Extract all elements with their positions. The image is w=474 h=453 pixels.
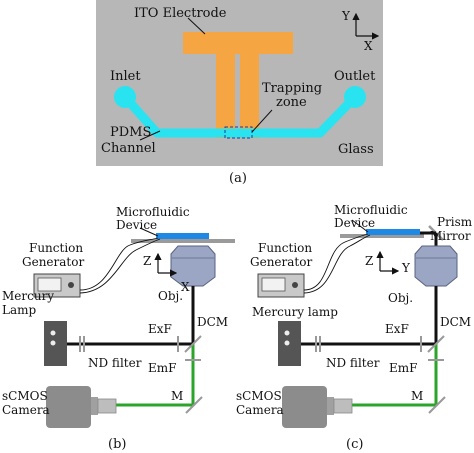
function-generator-label-c-1: Function (258, 241, 312, 255)
outlet-label: Outlet (334, 69, 376, 84)
function-generator-label-c-2: Generator (250, 255, 312, 269)
mirror-label-b: M (171, 389, 183, 403)
wire-c-2 (303, 234, 371, 294)
camera-b-adapter (91, 397, 98, 415)
function-generator-c-screen (261, 277, 286, 292)
lamp-c-dot-2 (284, 340, 290, 346)
lamp-label-c: Mercury lamp (252, 305, 338, 319)
panel-b: Microfluidic Device Function Generator O… (2, 205, 235, 452)
function-generator-b-screen (37, 277, 62, 292)
function-generator-label-b-2: Generator (22, 255, 84, 269)
axis-c-z-label: Z (365, 254, 373, 268)
ito-electrode-top (183, 32, 293, 54)
lamp-c-dot-1 (284, 330, 290, 336)
function-generator-b-knob (68, 282, 74, 288)
outlet-port (344, 86, 366, 108)
inlet-port (114, 86, 136, 108)
inlet-label: Inlet (110, 69, 141, 84)
trapping-zone (224, 126, 253, 139)
trapping-zone-leader (251, 109, 273, 133)
objective-label-c: Obj. (388, 291, 413, 305)
stage-c (340, 234, 424, 238)
panel-a: Y X ITO Electrode Inlet Outlet Trapping … (96, 0, 383, 186)
trapping-label-2: zone (276, 95, 307, 110)
caption-a: (a) (229, 171, 247, 186)
device-label-c-1: Microfluidic (334, 203, 408, 217)
dcm-b (184, 335, 202, 353)
ito-label: ITO Electrode (134, 6, 227, 21)
prism-label-c-1: Prism (437, 215, 473, 229)
device-leader-c (351, 219, 369, 233)
mercury-lamp-b (44, 321, 67, 366)
device-b (156, 233, 209, 239)
objective-c (414, 245, 458, 287)
dcm-label-b: DCM (197, 315, 228, 329)
mirror-c (428, 396, 446, 414)
emf-label-c: EmF (389, 361, 417, 375)
axis-b-x-label: X (181, 280, 190, 294)
axis-c-y-label: Y (401, 261, 411, 275)
camera-c-body (282, 386, 327, 428)
pdms-label-2: Channel (101, 141, 156, 156)
function-generator-c-knob (292, 282, 298, 288)
mirror-b (185, 396, 203, 414)
prism-label-c-2: Mirror (430, 229, 471, 243)
trapping-label-1: Trapping (262, 81, 322, 96)
lamp-b-dot-1 (50, 330, 56, 336)
camera-b-body (46, 386, 91, 428)
ito-electrode-right-stem (240, 54, 259, 138)
device-leader-b (139, 227, 159, 237)
wire-b (79, 237, 159, 291)
caption-c: (c) (346, 437, 363, 452)
function-generator-label-b-1: Function (29, 241, 83, 255)
camera-label-b-2: Camera (2, 403, 50, 417)
axis-b-z-label: Z (143, 254, 151, 268)
camera-label-b-1: sCMOS (2, 389, 48, 403)
objective-b (170, 245, 216, 287)
mirror-label-c: M (411, 389, 423, 403)
emf-label-b: EmF (148, 361, 176, 375)
wire-c (303, 233, 369, 291)
nd-filter-label-b: ND filter (88, 356, 142, 370)
mercury-lamp-c (278, 321, 301, 366)
nd-filter-label-c: ND filter (326, 356, 380, 370)
panel-c: Microfluidic Device Prism Mirror Functio… (236, 203, 473, 452)
camera-c-lens (333, 398, 353, 414)
objective-label-b: Obj. (158, 289, 183, 303)
pdms-leader (139, 130, 161, 141)
pdms-label-1: PDMS (110, 125, 151, 140)
lamp-b-dot-2 (50, 340, 56, 346)
dcm-label-c: DCM (440, 315, 471, 329)
camera-c-adapter (327, 397, 334, 415)
glass-label: Glass (338, 142, 374, 157)
device-label-c-2: Device (334, 216, 375, 230)
camera-label-c-2: Camera (236, 403, 284, 417)
exf-label-b: ExF (148, 322, 172, 336)
camera-b-lens (97, 398, 117, 414)
ito-leader (187, 17, 206, 35)
exf-label-c: ExF (385, 322, 409, 336)
pdms-channel (121, 93, 359, 138)
axis-a-y-label: Y (341, 9, 351, 23)
device-label-b-2: Device (116, 218, 157, 232)
dcm-c (427, 335, 445, 353)
device-c (366, 229, 420, 235)
caption-b: (b) (108, 437, 126, 452)
lamp-label-b-2: Lamp (2, 303, 37, 317)
device-label-b-1: Microfluidic (116, 205, 190, 219)
camera-label-c-1: sCMOS (236, 389, 282, 403)
ito-electrode-left-stem (216, 54, 235, 138)
lamp-label-b-1: Mercury (2, 289, 54, 303)
wire-b-2 (79, 238, 161, 294)
stage-b (131, 239, 235, 243)
axis-a-x-label: X (364, 39, 373, 53)
